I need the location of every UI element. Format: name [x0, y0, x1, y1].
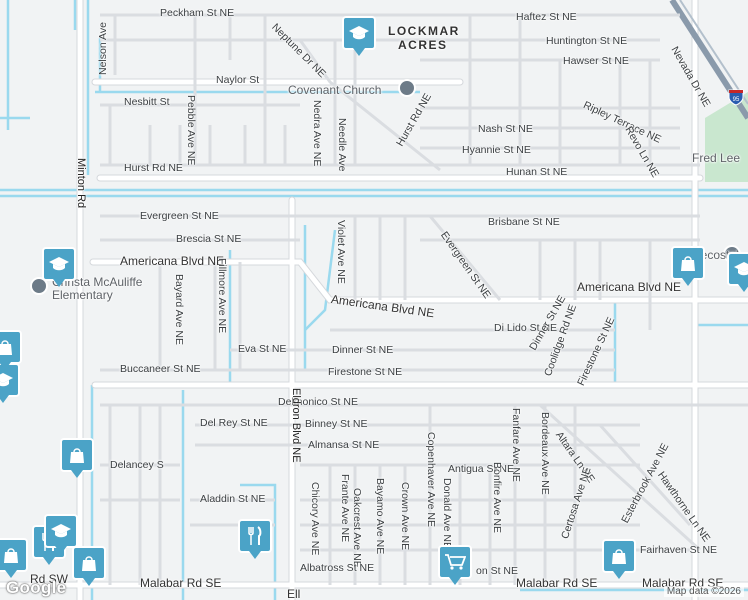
- school-marker[interactable]: [0, 363, 20, 403]
- street-label: Delmonico St NE: [278, 396, 358, 408]
- street-label: Eldron Blvd NE: [290, 388, 302, 463]
- shopping-bag-icon: [4, 548, 18, 563]
- school-icon: [51, 524, 71, 538]
- map-attribution[interactable]: Map data ©2026: [663, 586, 744, 597]
- place-label-lockmar: LOCKMAR: [388, 24, 460, 38]
- shopping-marker[interactable]: [671, 246, 705, 286]
- street-label: Bonfire Ave NE: [491, 462, 503, 534]
- street-label: Copenhaver Ave NE: [425, 432, 437, 527]
- shopping-bag-icon: [82, 556, 96, 571]
- street-label: Hyannie St NE: [462, 144, 531, 156]
- street-label: Aladdin St NE: [200, 493, 266, 505]
- interstate-shield-icon: 95: [728, 89, 744, 106]
- street-label: Americana Blvd NE: [577, 280, 682, 294]
- street-label: Buccaneer St NE: [120, 363, 201, 375]
- street-label: Huntington St NE: [546, 35, 628, 47]
- poi-label-elementary[interactable]: Elementary: [52, 288, 113, 302]
- school-icon: [0, 373, 13, 387]
- shopping-marker[interactable]: [0, 538, 28, 578]
- street-label: Brescia St NE: [176, 233, 242, 245]
- street-label: on St NE: [476, 565, 519, 577]
- street-label: Oakcrest Ave NE: [351, 488, 363, 568]
- street-label: Peckham St NE: [160, 7, 235, 19]
- street-label: Violet Ave NE: [335, 220, 347, 284]
- street-label: Binney St NE: [305, 418, 368, 430]
- shopping-marker[interactable]: [72, 546, 106, 586]
- grocery-cart-icon: [445, 554, 466, 570]
- shopping-marker[interactable]: [0, 330, 22, 370]
- street-label: Nesbitt St: [124, 96, 170, 108]
- street-label: Antigua St NE: [448, 463, 514, 475]
- school-poi-icon[interactable]: [30, 277, 48, 295]
- street-label: Minton Rd: [75, 158, 87, 209]
- grocery-marker[interactable]: [438, 545, 472, 585]
- street-label: Fillmore Ave NE: [216, 258, 228, 334]
- street-label: Bayard Ave NE: [173, 274, 185, 346]
- street-label: Brisbane St NE: [488, 216, 560, 228]
- shopping-marker[interactable]: [602, 539, 636, 579]
- street-label: Haftez St NE: [516, 11, 577, 23]
- street-label: Frante Ave NE: [339, 474, 351, 543]
- school-marker[interactable]: [44, 514, 78, 554]
- street-label: Needle Ave: [336, 118, 348, 172]
- school-icon: [49, 257, 69, 271]
- school-icon: [349, 26, 369, 40]
- street-label: Naylor St: [216, 74, 260, 86]
- shopping-bag-icon: [681, 256, 695, 271]
- street-label: Malabar Rd SE: [140, 576, 222, 590]
- street-label: Firestone St NE: [328, 366, 403, 378]
- google-logo[interactable]: Google: [6, 578, 67, 597]
- shopping-bag-icon: [612, 549, 626, 564]
- street-label: Ell: [287, 587, 301, 600]
- poi-label-fred-lee[interactable]: Fred Lee: [692, 151, 741, 165]
- place-label-acres: ACRES: [398, 38, 448, 52]
- street-label: Evergreen St NE: [140, 210, 219, 222]
- street-label: Americana Blvd NE: [120, 254, 225, 268]
- street-label: Rd SW: [30, 572, 69, 586]
- street-label: Eva St NE: [238, 343, 287, 355]
- church-icon[interactable]: [398, 79, 416, 97]
- street-label: Bayamo Ave NE: [374, 478, 386, 555]
- street-label: Crown Ave NE: [399, 482, 411, 551]
- street-label: Hurst Rd NE: [124, 162, 183, 174]
- street-label: Dinner St NE: [332, 344, 394, 356]
- street-label: Nedra Ave NE: [311, 100, 323, 167]
- street-label: Hawser St NE: [563, 55, 629, 67]
- street-label: Hunan St NE: [506, 166, 568, 178]
- street-label: Nash St NE: [478, 123, 533, 135]
- restaurant-icon: [248, 526, 262, 545]
- shopping-bag-icon: [70, 448, 84, 463]
- street-label: Fairhaven St NE: [640, 544, 718, 556]
- shopping-bag-icon: [0, 340, 12, 355]
- street-label: Almansa St NE: [308, 439, 380, 451]
- street-label: Bordeaux Ave NE: [539, 412, 551, 495]
- street-label: Donald Ave NE: [441, 478, 453, 550]
- street-label: Delancey S: [110, 459, 164, 471]
- interstate-shield-label: 95: [733, 97, 740, 103]
- shopping-marker[interactable]: [60, 438, 94, 478]
- street-label: Nelson Ave: [97, 22, 109, 75]
- street-label: Pebble Ave NE: [185, 95, 197, 166]
- school-marker[interactable]: [42, 247, 76, 287]
- street-label: Chicory Ave NE: [309, 482, 321, 556]
- restaurant-marker[interactable]: [238, 519, 272, 559]
- street-label: Malabar Rd SE: [516, 576, 598, 590]
- poi-label-covenant-church[interactable]: Covenant Church: [288, 83, 382, 97]
- school-icon: [734, 262, 748, 276]
- school-marker[interactable]: [342, 16, 376, 56]
- street-label: Di Lido St NE: [494, 322, 558, 334]
- street-label: Del Rey St NE: [200, 417, 268, 429]
- school-marker[interactable]: [727, 252, 748, 292]
- street-label: Albatross St NE: [300, 562, 375, 574]
